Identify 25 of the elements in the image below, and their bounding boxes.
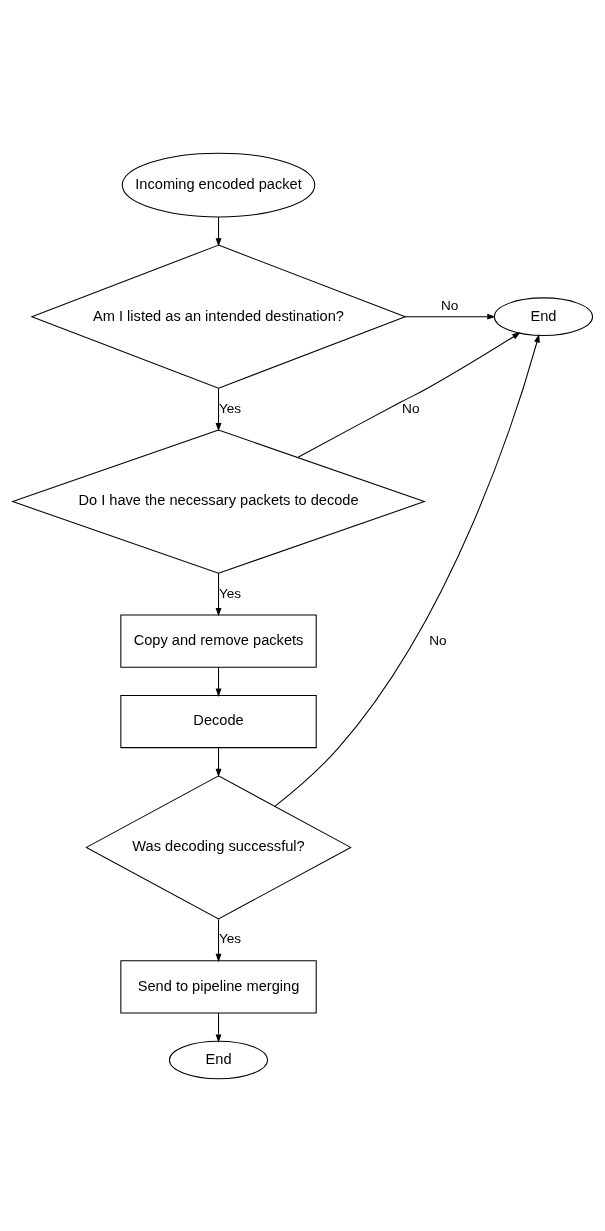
node-box: Copy and remove packets bbox=[120, 613, 317, 668]
arrow bbox=[215, 1012, 222, 1043]
arrow bbox=[297, 331, 521, 458]
arrow bbox=[274, 333, 540, 807]
arrow bbox=[404, 313, 496, 320]
node-box: Send to pipeline merging bbox=[120, 959, 317, 1013]
node-diamond: Do I have the necessary packets to decode bbox=[11, 429, 426, 574]
edge-label: Yes bbox=[218, 930, 242, 946]
edge-label: No bbox=[429, 632, 447, 648]
edge-label: Yes bbox=[218, 585, 242, 601]
edge-label: Yes bbox=[218, 400, 242, 416]
arrow bbox=[215, 746, 222, 777]
node-box: Decode bbox=[120, 694, 317, 748]
arrow bbox=[215, 216, 222, 247]
arrow bbox=[215, 572, 222, 616]
node-ellipse: End bbox=[493, 296, 594, 336]
edge-label: No bbox=[441, 297, 459, 313]
node-ellipse: End bbox=[168, 1040, 269, 1079]
arrow bbox=[215, 918, 222, 962]
edge-label: No bbox=[402, 400, 420, 416]
arrow bbox=[215, 666, 222, 697]
arrow bbox=[215, 387, 222, 431]
node-ellipse: Incoming encoded packet bbox=[121, 152, 316, 217]
node-diamond: Was decoding successful? bbox=[85, 774, 352, 920]
node-diamond: Am I listed as an intended destination? bbox=[30, 244, 407, 389]
